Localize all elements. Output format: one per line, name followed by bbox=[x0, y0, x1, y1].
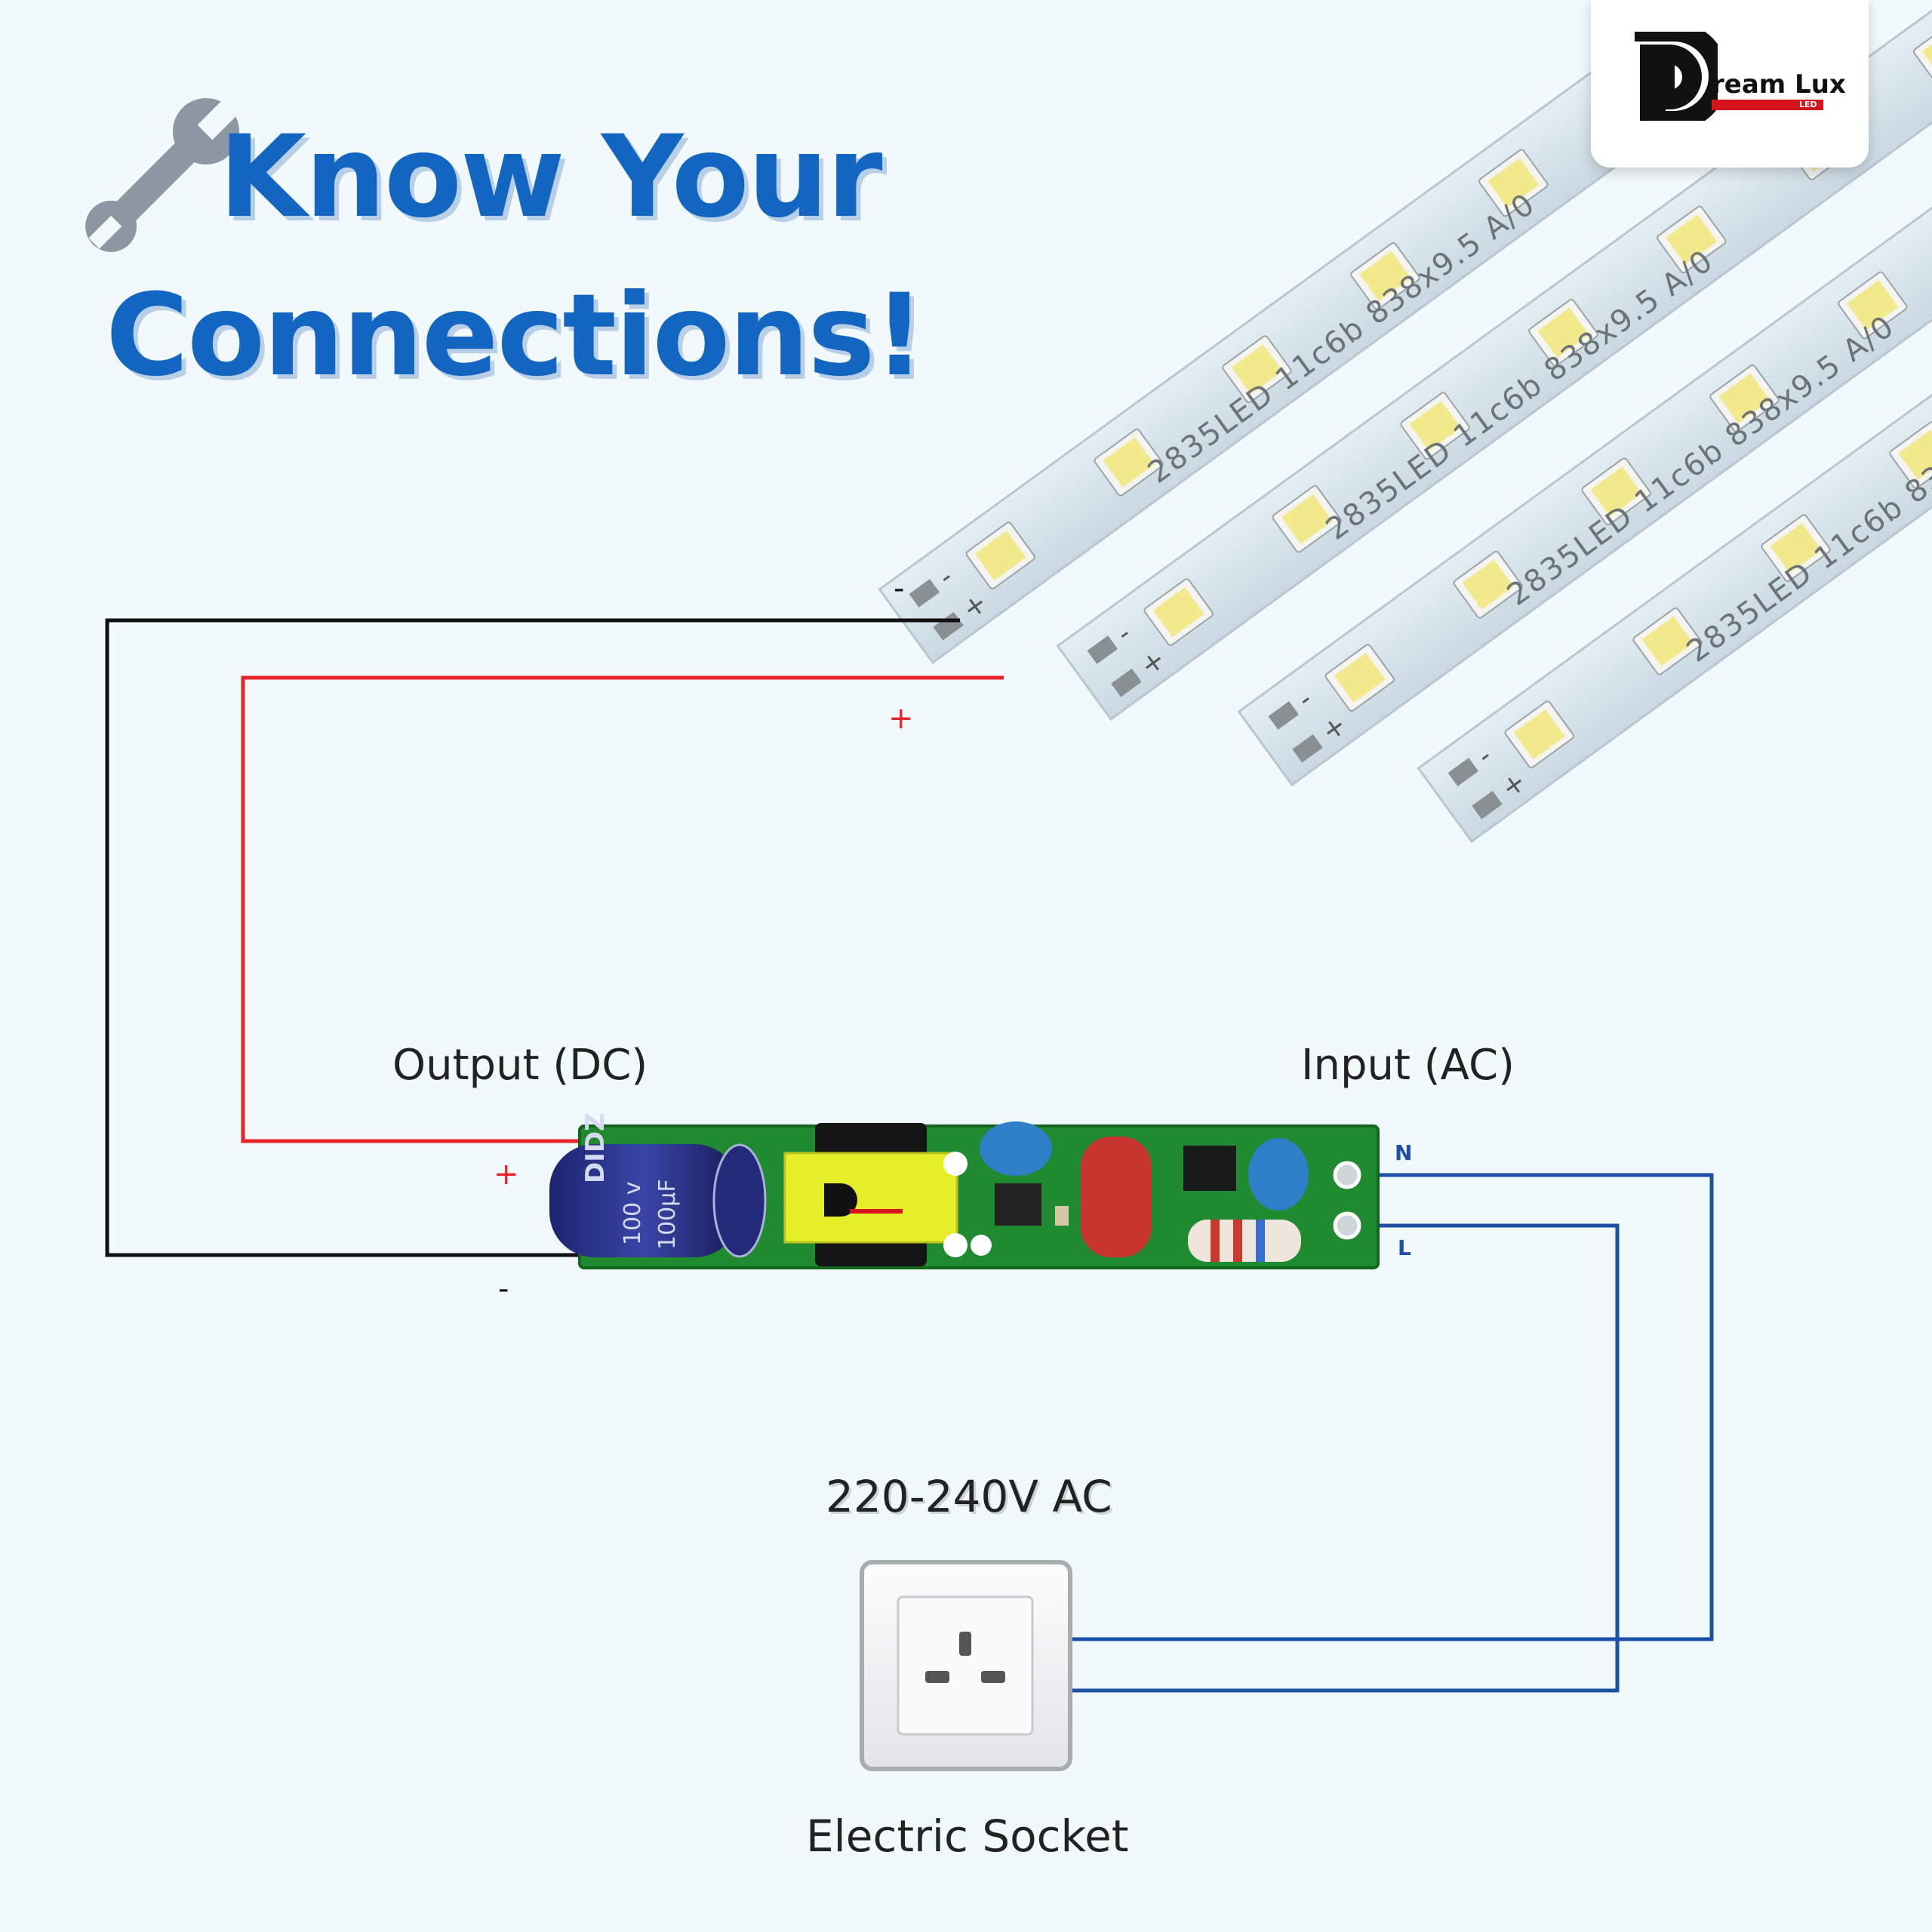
terminal-n bbox=[1333, 1161, 1361, 1189]
capacitor-capacity: 100µF bbox=[654, 1179, 681, 1250]
resistor bbox=[1188, 1220, 1301, 1262]
electric-socket bbox=[860, 1560, 1072, 1771]
film-capacitor bbox=[1081, 1137, 1152, 1257]
led-chip bbox=[1632, 607, 1703, 675]
ic-chip bbox=[995, 1183, 1041, 1226]
strip-plus-label: + bbox=[888, 701, 914, 736]
title-line-1: Know Your bbox=[219, 112, 883, 243]
output-minus-label: - bbox=[498, 1272, 509, 1306]
socket-label: Electric Socket bbox=[806, 1810, 1129, 1862]
input-n-label: N bbox=[1395, 1140, 1413, 1165]
strip-minus-label: - bbox=[894, 571, 905, 606]
capacitor-rating: 100 v bbox=[620, 1181, 646, 1245]
electrolytic-capacitor bbox=[549, 1144, 740, 1257]
led-chip bbox=[1889, 420, 1932, 489]
brand-name: ream Lux bbox=[1712, 69, 1846, 100]
input-l-label: L bbox=[1398, 1235, 1411, 1260]
logo-d-mark bbox=[1635, 32, 1718, 121]
led-chip bbox=[1478, 149, 1549, 217]
led-chip bbox=[1400, 392, 1470, 460]
led-chip bbox=[1528, 298, 1598, 367]
led-chip bbox=[1350, 242, 1420, 310]
strip-pad-minus bbox=[1268, 701, 1300, 730]
led-chip bbox=[1272, 485, 1342, 553]
brand-logo: ream Lux LED bbox=[1591, 0, 1869, 168]
neutral-wire bbox=[1070, 1173, 1714, 1641]
strip-pad-plus bbox=[1472, 790, 1503, 820]
capacitor-brand: DIDZ bbox=[580, 1112, 611, 1183]
led-chip bbox=[1838, 271, 1908, 340]
title-line-2: Connections! bbox=[106, 270, 925, 401]
blue-capacitor bbox=[1248, 1138, 1309, 1211]
wrench-icon bbox=[85, 93, 245, 252]
led-chip bbox=[1453, 550, 1523, 619]
socket-pin-left bbox=[925, 1671, 949, 1683]
led-chip bbox=[1709, 364, 1780, 432]
live-wire bbox=[1070, 1223, 1620, 1693]
led-chip bbox=[965, 521, 1035, 589]
strip-pad-minus bbox=[1087, 635, 1118, 664]
terminal-l bbox=[1333, 1211, 1361, 1240]
strip-pad-minus bbox=[1447, 758, 1479, 786]
strip-pad-plus bbox=[1292, 734, 1323, 763]
led-chip bbox=[1504, 700, 1574, 768]
positive-wire bbox=[241, 675, 1004, 1143]
led-chip bbox=[1912, 19, 1932, 88]
blue-capacitor bbox=[980, 1121, 1052, 1176]
led-driver-board bbox=[549, 1121, 1380, 1269]
output-plus-label: + bbox=[494, 1157, 519, 1192]
led-chip bbox=[1761, 514, 1831, 583]
led-chip bbox=[1581, 457, 1651, 526]
led-chip bbox=[1324, 644, 1395, 712]
strip-pad-plus bbox=[1111, 668, 1142, 697]
wires bbox=[105, 618, 1714, 1693]
driver-pcb bbox=[580, 1126, 1378, 1268]
led-chip bbox=[1094, 428, 1164, 497]
input-label: Input (AC) bbox=[1301, 1041, 1515, 1090]
led-chip bbox=[1657, 205, 1727, 274]
output-label: Output (DC) bbox=[392, 1041, 648, 1090]
socket-earth-pin bbox=[959, 1632, 971, 1656]
brand-bar bbox=[1712, 100, 1823, 110]
led-chip bbox=[1222, 335, 1292, 404]
strip-pad-minus bbox=[909, 579, 940, 608]
led-chip bbox=[1143, 578, 1214, 646]
negative-wire bbox=[105, 618, 960, 1257]
voltage-label: 220-240V AC bbox=[826, 1471, 1112, 1522]
brand-sub: LED bbox=[1799, 100, 1817, 109]
socket-pin-right bbox=[981, 1671, 1005, 1683]
